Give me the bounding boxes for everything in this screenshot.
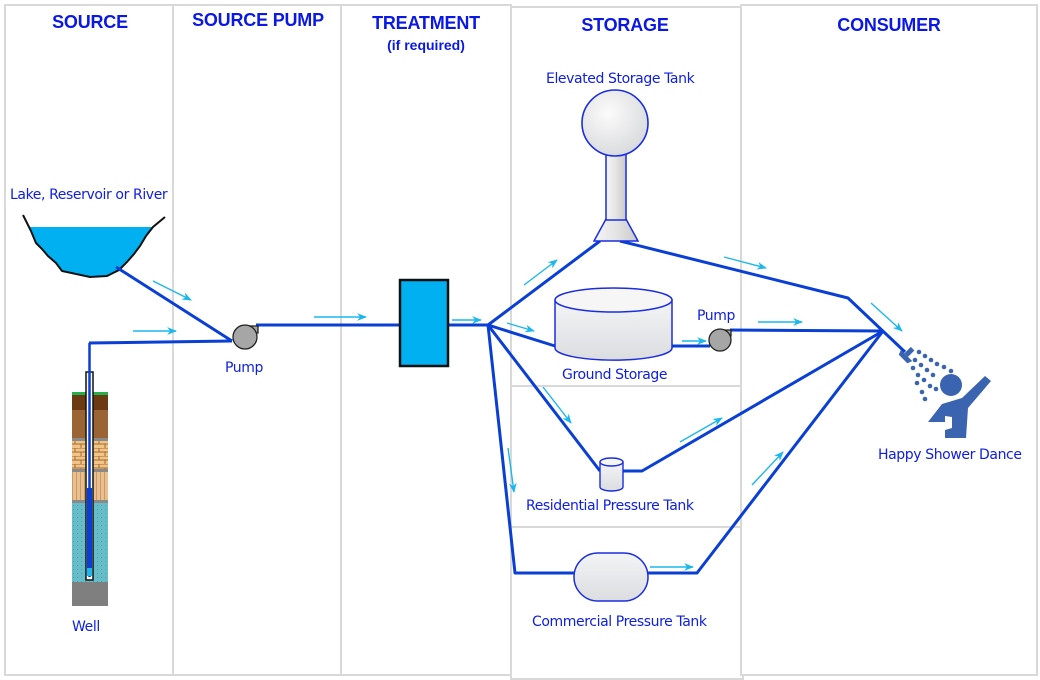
pipe-commercial-to-consumer	[648, 330, 885, 575]
label-residential-pressure-tank: Residential Pressure Tank	[526, 498, 694, 514]
flow-arrow	[870, 302, 903, 332]
header-treatment: TREATMENT	[372, 13, 480, 33]
label-commercial-pressure-tank: Commercial Pressure Tank	[532, 614, 707, 630]
header-treatment-subtitle: (if required)	[387, 37, 465, 53]
header-source-pump: SOURCE PUMP	[192, 10, 324, 30]
flow-arrow	[751, 451, 784, 486]
label-source-pump: Pump	[225, 360, 263, 376]
pipe-junction-to-elevated	[487, 239, 601, 327]
pipe-lake-to-pump	[115, 265, 233, 343]
pipe-junction-to-ground	[487, 323, 556, 348]
flow-arrow	[523, 259, 558, 286]
pipe-residential-to-consumer	[623, 329, 884, 473]
pipe-elevated-to-consumer	[619, 239, 907, 354]
flow-arrow	[542, 386, 572, 424]
flow-arrow	[723, 256, 767, 270]
flow-arrow	[679, 417, 723, 443]
storage-divider-2	[512, 526, 740, 528]
flow-arrow	[507, 447, 517, 493]
header-source: SOURCE	[52, 12, 128, 32]
flow-arrow	[152, 280, 192, 301]
label-consumer: Happy Shower Dance	[878, 447, 1022, 463]
residential-pressure-tank-icon	[599, 457, 624, 492]
commercial-pressure-tank-icon	[573, 552, 649, 602]
label-well: Well	[72, 619, 100, 635]
elevated-storage-tank-icon	[581, 89, 649, 242]
pipe-booster-to-consumer	[729, 328, 884, 333]
shower-person-icon	[898, 346, 991, 438]
header-storage: STORAGE	[581, 15, 669, 35]
flow-arrow	[506, 322, 535, 333]
pipes	[88, 239, 907, 575]
booster-pump-icon	[708, 328, 732, 352]
column-consumer	[740, 4, 1038, 676]
well-icon	[72, 343, 108, 606]
label-booster-pump: Pump	[697, 308, 735, 324]
storage-divider-1	[512, 385, 740, 387]
header-consumer: CONSUMER	[837, 15, 941, 35]
pipe-junction-to-commercial	[486, 324, 575, 575]
treatment-unit-icon	[398, 278, 450, 368]
pipe-well-to-pump	[88, 339, 233, 345]
source-pump-icon	[232, 324, 259, 350]
pipe-junction-to-residential	[486, 324, 602, 472]
ground-storage-tank-icon	[554, 287, 673, 361]
label-ground-storage: Ground Storage	[562, 367, 668, 383]
lake-icon	[22, 214, 166, 279]
flow-arrows	[133, 256, 903, 571]
label-elevated-storage-tank: Elevated Storage Tank	[546, 71, 695, 87]
label-lake: Lake, Reservoir or River	[10, 187, 168, 203]
